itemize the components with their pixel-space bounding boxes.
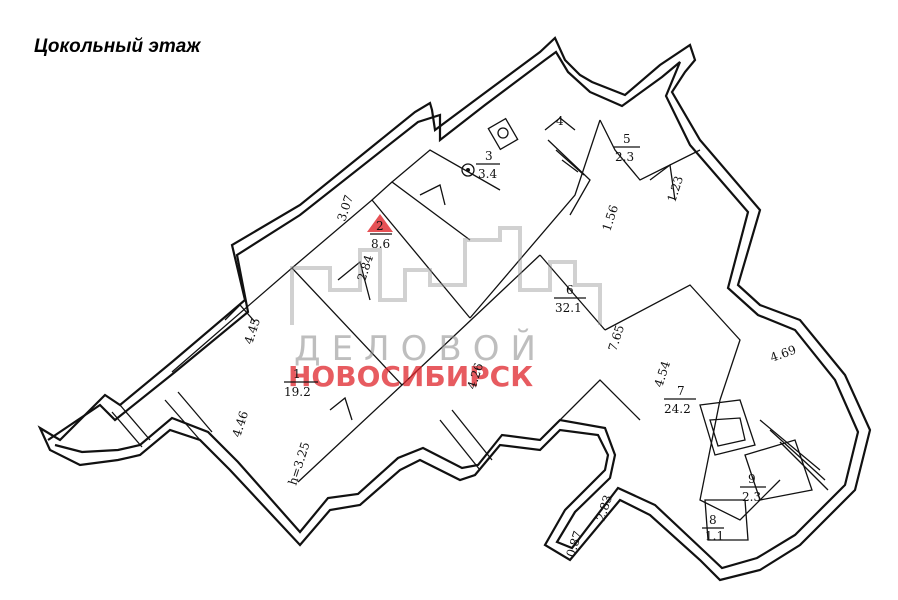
svg-text:5: 5 xyxy=(623,132,631,146)
room-5-label: 5 2.3 xyxy=(614,132,640,164)
svg-text:9: 9 xyxy=(748,472,756,486)
svg-text:8: 8 xyxy=(709,513,717,527)
floor-title: Цокольный этаж xyxy=(34,36,201,57)
dim-3-07: 3.07 xyxy=(335,193,357,223)
room-7-label: 7 24.2 xyxy=(664,384,696,416)
dim-height: h=3.25 xyxy=(286,440,313,487)
svg-text:2.3: 2.3 xyxy=(615,150,634,164)
svg-text:3: 3 xyxy=(485,149,493,163)
dim-4-54: 4.54 xyxy=(652,359,674,389)
svg-text:8.6: 8.6 xyxy=(371,237,390,251)
svg-text:3.4: 3.4 xyxy=(478,167,497,181)
room-9-label: 9 2.3 xyxy=(740,472,766,504)
room-2-label: 2 8.6 xyxy=(367,214,393,251)
svg-text:1.1: 1.1 xyxy=(705,529,724,543)
svg-text:19.2: 19.2 xyxy=(284,385,311,399)
watermark: ДЕЛОВОЙ НОВОСИБИРСК xyxy=(288,226,602,393)
room-4-label: 4 xyxy=(556,114,564,128)
room-1-label: 1 19.2 xyxy=(284,367,318,399)
room-8-label: 8 1.1 xyxy=(702,513,724,543)
room-6-label: 6 32.1 xyxy=(554,283,586,315)
interior-walls xyxy=(111,117,829,541)
svg-text:32.1: 32.1 xyxy=(555,301,582,315)
dim-1-56: 1.56 xyxy=(600,203,622,233)
watermark-line2: НОВОСИБИРСК xyxy=(288,360,533,393)
svg-text:2: 2 xyxy=(376,219,384,233)
dim-1-23: 1.23 xyxy=(665,174,687,204)
svg-text:4: 4 xyxy=(556,114,564,128)
svg-text:24.2: 24.2 xyxy=(664,402,691,416)
outer-walls xyxy=(37,36,872,582)
svg-text:1: 1 xyxy=(293,367,301,381)
room-labels: 1 19.2 2 8.6 3 3.4 4 5 2.3 6 32.1 xyxy=(284,114,766,543)
svg-text:7: 7 xyxy=(677,384,685,398)
dim-4-69: 4.69 xyxy=(768,343,798,365)
svg-text:6: 6 xyxy=(566,283,574,297)
fixtures xyxy=(461,117,519,177)
dim-2-84: 2.84 xyxy=(355,253,377,283)
dim-4-45: 4.45 xyxy=(242,316,264,346)
dim-4-46: 4.46 xyxy=(230,409,252,439)
room-3-label: 3 3.4 xyxy=(476,149,500,181)
svg-text:2.3: 2.3 xyxy=(742,490,761,504)
watermark-line1: ДЕЛОВОЙ xyxy=(294,328,547,369)
